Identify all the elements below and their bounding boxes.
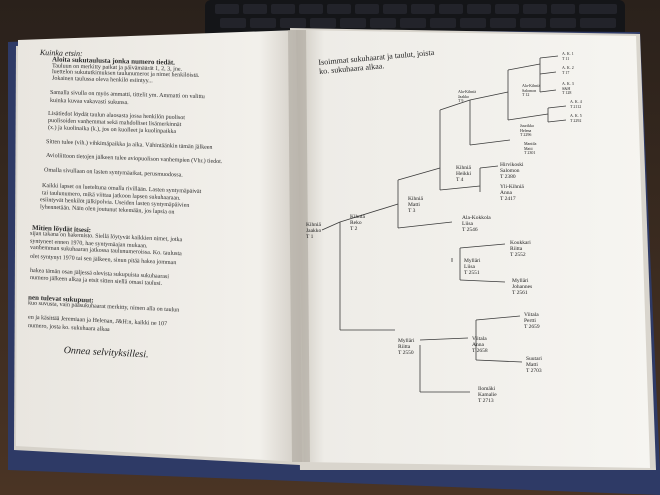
right-page: [296, 30, 650, 468]
left-page: [16, 30, 302, 462]
tree-lines: [321, 55, 567, 393]
